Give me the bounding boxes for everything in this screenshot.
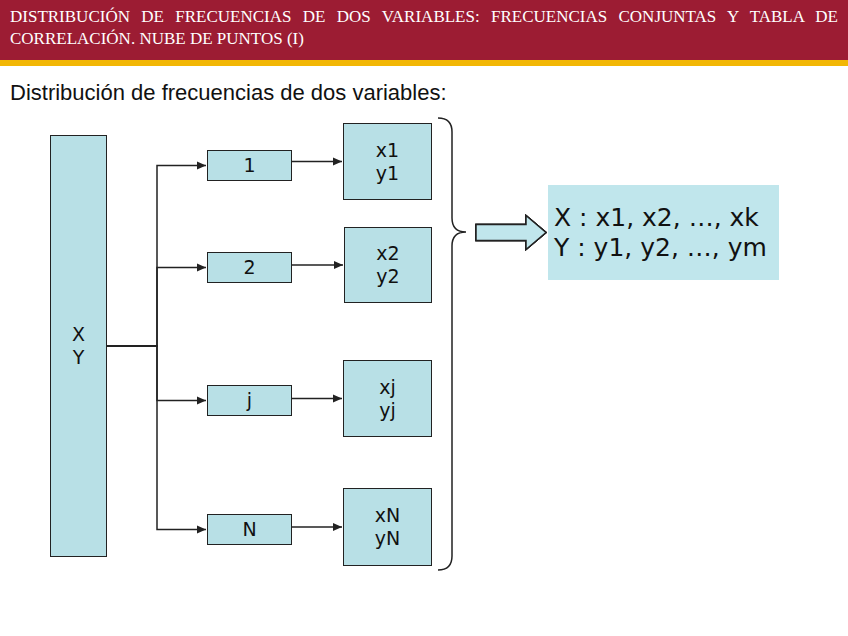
block-arrow bbox=[476, 216, 546, 250]
result-box: X : x1, x2, …, xkY : y1, y2, …, ym bbox=[548, 185, 779, 280]
index-box: j bbox=[207, 385, 292, 416]
value-box: xjyj bbox=[343, 360, 432, 437]
arrow-connector bbox=[107, 268, 206, 347]
node-text: 1 bbox=[243, 154, 255, 177]
node-text: X bbox=[72, 323, 85, 346]
value-box: x1y1 bbox=[343, 123, 432, 200]
block-arrow bbox=[476, 216, 546, 250]
title: DISTRIBUCIÓN DE FRECUENCIAS DE DOS VARIA… bbox=[10, 6, 838, 50]
arrow-connector bbox=[107, 166, 206, 347]
node-text: xj bbox=[379, 376, 396, 399]
index-box: N bbox=[207, 514, 292, 545]
index-box: 2 bbox=[207, 252, 292, 283]
arrow-connector bbox=[292, 526, 342, 528]
node-text: x1 bbox=[376, 139, 399, 162]
block-arrow bbox=[476, 216, 546, 250]
node-text: x2 bbox=[376, 242, 399, 265]
node-text: Y : y1, y2, …, ym bbox=[554, 233, 767, 263]
header-rule bbox=[0, 60, 848, 66]
node-text: y1 bbox=[376, 162, 399, 185]
node-text: xN bbox=[375, 504, 400, 527]
value-box: xNyN bbox=[343, 488, 432, 566]
arrow-connector bbox=[292, 264, 343, 266]
arrow-connector bbox=[292, 398, 342, 400]
node-text: y2 bbox=[376, 265, 399, 288]
node-text: X : x1, x2, …, xk bbox=[554, 203, 759, 233]
curly-brace bbox=[438, 118, 466, 570]
node-text: Y bbox=[73, 346, 85, 369]
node-text: yN bbox=[375, 527, 400, 550]
node-text: yj bbox=[379, 399, 396, 422]
node-text: 2 bbox=[243, 256, 255, 279]
variables-box: XY bbox=[50, 135, 107, 557]
arrow-connector bbox=[107, 346, 206, 530]
node-text: j bbox=[247, 389, 252, 412]
subtitle: Distribución de frecuencias de dos varia… bbox=[10, 80, 447, 106]
block-arrow bbox=[476, 216, 546, 250]
value-box: x2y2 bbox=[344, 227, 432, 303]
index-box: 1 bbox=[207, 150, 292, 181]
node-text: N bbox=[242, 518, 256, 541]
arrow-connector bbox=[292, 161, 342, 163]
